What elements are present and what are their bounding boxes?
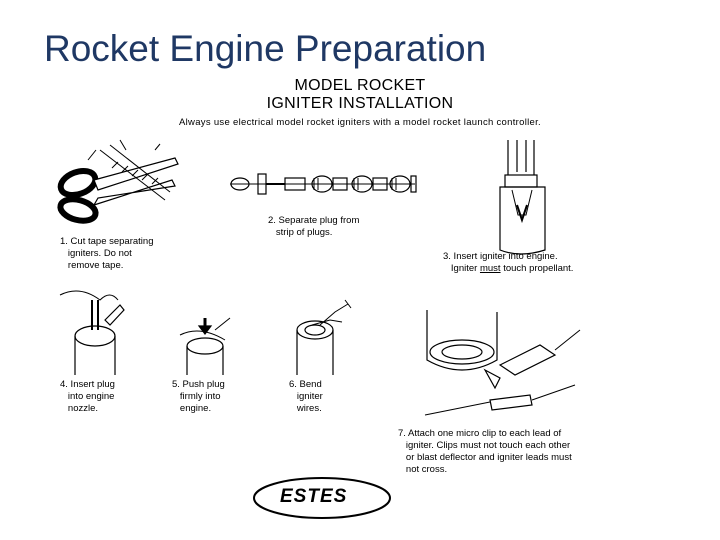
step-4-caption: 4. Insert plug into engine nozzle. xyxy=(60,379,115,414)
step-3-caption: 3. Insert igniter into engine. Igniter m… xyxy=(443,251,574,274)
step-1-caption: 1. Cut tape separating igniters. Do not … xyxy=(60,236,154,271)
diagram-heading-line1: MODEL ROCKET xyxy=(294,77,426,94)
diagram-heading-line2: IGNITER INSTALLATION xyxy=(266,95,454,112)
step-3-emphasis: must xyxy=(479,263,501,274)
slide-title: Rocket Engine Preparation xyxy=(44,28,487,69)
step-2-caption: 2. Separate plug from strip of plugs. xyxy=(268,215,360,238)
step-6-caption: 6. Bend igniter wires. xyxy=(289,379,323,414)
plug-strip-illustration xyxy=(230,173,417,195)
diagram-warning: Always use electrical model rocket ignit… xyxy=(179,117,541,128)
scissors-illustration xyxy=(57,139,179,224)
plug-into-nozzle-illustration xyxy=(59,290,125,375)
estes-logo-text: ESTES xyxy=(280,486,348,507)
bend-wires-illustration xyxy=(296,299,352,375)
engine-with-igniter-illustration xyxy=(499,140,546,255)
step-7-caption: 7. Attach one micro clip to each lead of… xyxy=(398,428,572,475)
estes-logo xyxy=(253,477,391,519)
launch-pad-clips-illustration xyxy=(424,310,581,416)
push-plug-illustration xyxy=(179,317,231,375)
step-5-caption: 5. Push plug firmly into engine. xyxy=(172,379,225,414)
